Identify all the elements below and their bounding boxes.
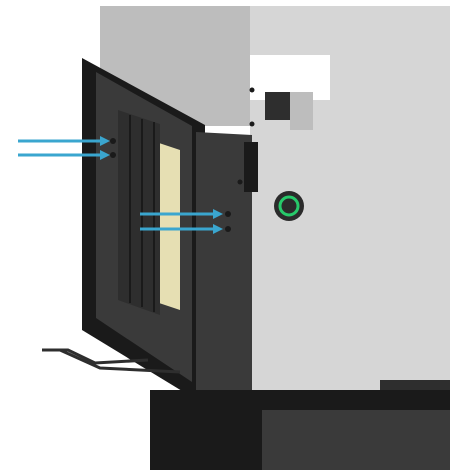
door-lever-rod [59, 348, 181, 374]
stove-housing-right [250, 100, 450, 410]
leg-mid [205, 400, 219, 470]
bracket-right-face [290, 92, 313, 130]
housing-base-band [380, 380, 450, 392]
control-knob-icon[interactable] [274, 191, 304, 221]
door-hinge-plate [244, 142, 258, 192]
door-screw-mid-a [225, 211, 231, 217]
housing-screw-3 [237, 179, 243, 185]
arrow-upper-1 [18, 136, 110, 146]
arrow-mid-1 [140, 209, 223, 219]
frame-screw-upper-b [110, 152, 116, 158]
door-front-edge [196, 132, 252, 402]
arrow-upper-2 [18, 150, 110, 160]
frame-screw-upper-a [110, 138, 116, 144]
door-inner-grate [118, 110, 160, 315]
door-lever-handle [42, 348, 149, 365]
base-panel-front [262, 410, 450, 470]
arrow-mid-2 [140, 224, 223, 234]
housing-screw-2 [249, 121, 255, 127]
door-screw-mid-b [225, 226, 231, 232]
leg-left [150, 395, 164, 470]
housing-screw-1 [249, 87, 255, 93]
